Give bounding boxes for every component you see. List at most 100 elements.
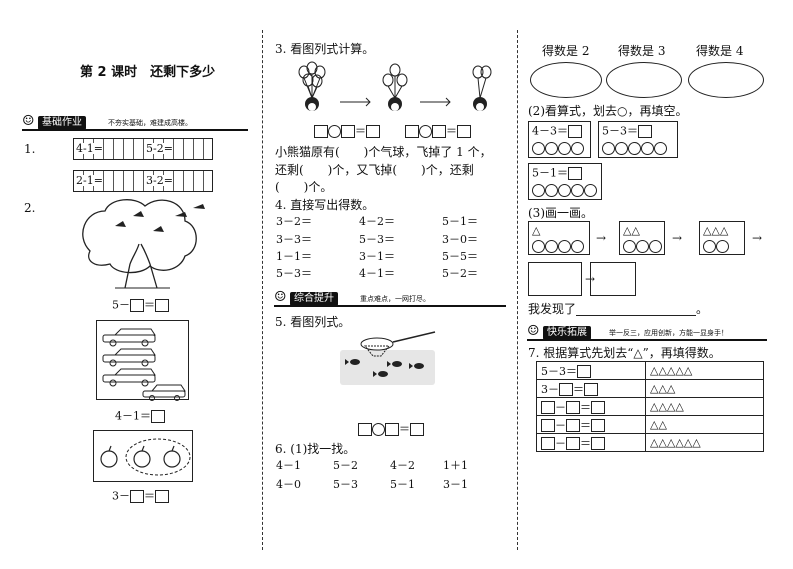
answer-box[interactable] (130, 299, 144, 312)
circle-item[interactable] (558, 184, 571, 197)
q6-item: 4－1 (276, 459, 301, 472)
draw-box[interactable] (590, 262, 636, 296)
mascot-icon: ☺ (527, 323, 540, 339)
banner-label: 综合提升 (290, 292, 338, 306)
q4-item: 3－3＝ (276, 233, 312, 246)
answer-box[interactable] (405, 125, 419, 138)
banner-tip: 不夯实基础，难建成高楼。 (108, 119, 192, 127)
triangle-cell[interactable]: △△△△ (645, 397, 764, 416)
cars-picture-frame (96, 320, 189, 401)
banner-tip: 重点难点，一网打尽。 (360, 295, 430, 303)
answer-box[interactable] (314, 125, 328, 138)
answer-box[interactable] (566, 401, 580, 414)
answer-box[interactable] (366, 125, 380, 138)
grid-expression: 2-1= (76, 174, 103, 187)
circle-item[interactable] (545, 142, 558, 155)
banner-tip: 举一反三，应用创新，方能一显身手！ (609, 329, 728, 337)
q7-table: 5－3＝ △△△△△ 3－＝ △△△ －＝ △△△△ －＝ △△ －＝ △△△△… (536, 361, 764, 452)
answer-box[interactable] (155, 490, 169, 503)
q5-title: 5. 看图列式。 (275, 315, 351, 329)
tree-illustration (82, 199, 205, 289)
circle-item[interactable] (545, 184, 558, 197)
answer-line[interactable] (576, 303, 697, 316)
arrow-icon: → (752, 231, 763, 245)
table-row: 5－3＝ △△△△△ (536, 361, 764, 380)
answer-box[interactable] (541, 437, 555, 450)
apples-equation: 3－＝ (112, 490, 169, 503)
answer-box[interactable] (566, 437, 580, 450)
answer-box[interactable] (541, 401, 555, 414)
circle-item[interactable] (584, 184, 597, 197)
circle-item[interactable] (571, 184, 584, 197)
q4-item: 5－3＝ (276, 267, 312, 280)
circle-item[interactable] (532, 142, 545, 155)
answer-oval[interactable] (688, 62, 764, 98)
apples-picture-frame (93, 430, 193, 482)
q4-item: 4－2＝ (359, 215, 395, 228)
operator-circle[interactable] (372, 423, 385, 436)
circle-item[interactable] (641, 142, 654, 155)
answer-box[interactable] (130, 490, 144, 503)
circle-item[interactable] (571, 142, 584, 155)
operator-circle[interactable] (419, 125, 432, 138)
answer-box[interactable] (541, 419, 555, 432)
circle-item[interactable] (532, 184, 545, 197)
score-label: 得数是 4 (696, 44, 744, 58)
answer-box[interactable] (151, 410, 165, 423)
answer-box[interactable] (410, 423, 424, 436)
q6-item: 5－3 (333, 478, 358, 491)
answer-box[interactable] (577, 365, 591, 378)
answer-box[interactable] (584, 383, 598, 396)
answer-box[interactable] (568, 125, 582, 138)
q3-title: 3. 看图列式计算。 (275, 42, 375, 56)
q6-title: 6. (1)找一找。 (275, 442, 356, 456)
answer-box[interactable] (341, 125, 355, 138)
circle-item[interactable] (558, 142, 571, 155)
cross-out-box: 5－3＝ (598, 121, 678, 158)
answer-box[interactable] (591, 437, 605, 450)
circle-item[interactable] (628, 142, 641, 155)
q4-item: 5－2＝ (442, 267, 478, 280)
table-row: 3－＝ △△△ (536, 379, 764, 398)
answer-box[interactable] (591, 401, 605, 414)
answer-oval[interactable] (530, 62, 602, 98)
column-divider (517, 30, 518, 550)
cars-equation: 4－1＝ (115, 410, 165, 423)
answer-box[interactable] (358, 423, 372, 436)
q6-item: 5－2 (333, 459, 358, 472)
circle-item[interactable] (615, 142, 628, 155)
answer-box[interactable] (457, 125, 471, 138)
banner-extend: ☺ 快乐拓展 举一反三，应用创新，方能一显身手！ (527, 323, 767, 341)
draw-box[interactable] (528, 262, 582, 296)
q4-item: 3－1＝ (359, 250, 395, 263)
operator-circle[interactable] (328, 125, 341, 138)
triangle-cell[interactable]: △△△△△△ (645, 433, 764, 452)
triangle-cell[interactable]: △△△△△ (645, 361, 764, 380)
question-number: 2. (24, 201, 36, 215)
answer-box[interactable] (568, 167, 582, 180)
grid-expression: 4-1= (76, 142, 103, 155)
banner-label: 基础作业 (38, 116, 86, 130)
triangle-cell[interactable]: △△ (645, 415, 764, 434)
answer-box[interactable] (566, 419, 580, 432)
answer-box[interactable] (385, 423, 399, 436)
arrow-icon: → (672, 231, 683, 245)
circle-item[interactable] (654, 142, 667, 155)
circle-item[interactable] (602, 142, 615, 155)
q6-item: 4－0 (276, 478, 301, 491)
answer-box[interactable] (432, 125, 446, 138)
answer-box[interactable] (559, 383, 573, 396)
q4-item: 3－0＝ (442, 233, 478, 246)
cross-out-box: 4－3＝ (528, 121, 591, 158)
answer-oval[interactable] (606, 62, 682, 98)
q3-text-line: 还剩( )个，又飞掉( )个，还剩 (275, 163, 474, 177)
found-label: 我发现了 。 (528, 302, 709, 316)
triangle-cell[interactable]: △△△ (645, 379, 764, 398)
answer-box[interactable] (638, 125, 652, 138)
arrow-icon: → (596, 231, 607, 245)
answer-box[interactable] (591, 419, 605, 432)
q5-equation: ＝ (358, 423, 424, 436)
answer-box[interactable] (155, 299, 169, 312)
writing-grid (73, 138, 213, 160)
question-number: 1. (24, 142, 36, 156)
